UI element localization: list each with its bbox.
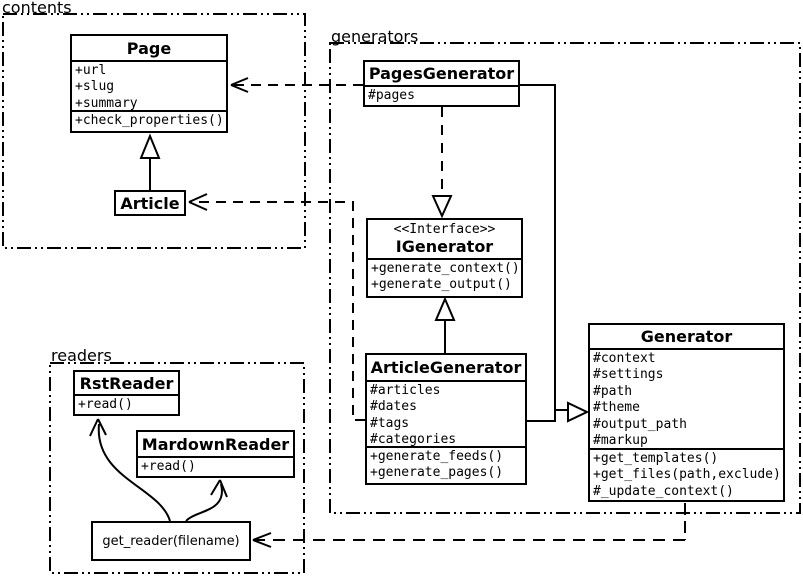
class-member: #context — [593, 351, 656, 366]
dependency-arrow-articlegenerator-to-article — [188, 193, 365, 421]
interface-stereotype: <<Interface>> — [393, 222, 496, 237]
class-rstreader-title: RstReader — [75, 372, 178, 396]
class-member: #settings — [593, 367, 664, 383]
generators-package-border — [329, 42, 801, 514]
inheritance-arrow-article-to-page — [139, 133, 161, 191]
get-reader-label: get_reader(filename) — [102, 533, 240, 549]
class-rstreader: RstReader +read() — [73, 370, 180, 416]
class-igenerator-name: IGenerator — [395, 237, 494, 256]
class-articlegenerator-title: ArticleGenerator — [367, 355, 525, 382]
realization-arrow-pagesgenerator-to-igenerator — [431, 107, 453, 219]
class-member: #output_path — [593, 416, 687, 432]
class-generator: Generator #context #settings #path #them… — [588, 323, 785, 502]
class-member: +generate_pages() — [370, 465, 504, 481]
class-rstreader-methods: +read() — [75, 396, 178, 414]
class-pagesgenerator: PagesGenerator #pages — [363, 60, 520, 107]
class-member: #dates — [370, 399, 417, 415]
class-page-title: Page — [72, 36, 226, 62]
class-member: +summary — [75, 95, 138, 111]
call-arrow-getreader-to-mardownreader — [185, 479, 228, 522]
class-articlegenerator: ArticleGenerator #articles #dates #tags … — [365, 353, 527, 485]
inheritance-arrow-articlegenerator-to-igenerator — [434, 296, 456, 353]
class-member: +url — [75, 63, 107, 78]
get-reader-node: get_reader(filename) — [91, 521, 251, 561]
class-articlegenerator-attributes: #articles #dates #tags #categories — [367, 382, 525, 448]
class-page-methods: +check_properties() — [72, 112, 226, 131]
class-page: Page +url +slug +summary +check_properti… — [70, 34, 228, 133]
class-articlegenerator-methods: +generate_feeds() +generate_pages() — [367, 448, 525, 483]
class-member: +generate_output() — [371, 277, 512, 293]
class-article: Article — [114, 190, 186, 216]
class-member: #_update_context() — [593, 483, 734, 499]
class-member: #categories — [370, 432, 457, 448]
class-member: +check_properties() — [75, 113, 224, 128]
class-generator-attributes: #context #settings #path #theme #output_… — [590, 350, 783, 450]
class-igenerator-methods: +generate_context() +generate_output() — [368, 260, 521, 296]
class-member: +read() — [78, 397, 133, 412]
class-member: #markup — [593, 433, 648, 449]
call-arrow-getreader-to-rstreader — [89, 418, 171, 522]
readers-package-border — [49, 362, 305, 574]
inheritance-arrow-generators-to-generator — [520, 84, 590, 423]
class-mardownreader-methods: +read() — [138, 458, 293, 476]
class-igenerator-title: <<Interface>> IGenerator — [368, 220, 521, 260]
class-member: #articles — [370, 383, 441, 398]
dependency-arrow-generator-to-getreader — [252, 503, 686, 548]
class-member: +get_templates() — [593, 451, 719, 466]
package-label-generators: generators — [331, 27, 419, 46]
class-member: +generate_context() — [371, 261, 520, 276]
class-member: #theme — [593, 400, 640, 416]
class-member: +get_files(path,exclude) — [593, 467, 781, 483]
contents-package-border — [2, 13, 306, 249]
class-member: #pages — [368, 88, 415, 103]
class-mardownreader-title: MardownReader — [138, 432, 293, 458]
class-article-title: Article — [120, 193, 180, 213]
package-label-readers: readers — [51, 346, 112, 365]
class-mardownreader: MardownReader +read() — [136, 430, 295, 478]
class-pagesgenerator-attributes: #pages — [365, 87, 518, 105]
class-member: +generate_feeds() — [370, 449, 504, 464]
class-member: +slug — [75, 79, 115, 95]
dependency-arrow-pagesgenerator-to-page — [230, 77, 363, 93]
package-label-contents: contents — [2, 0, 72, 17]
class-page-attributes: +url +slug +summary — [72, 62, 226, 112]
class-pagesgenerator-title: PagesGenerator — [365, 62, 518, 87]
class-member: #path — [593, 383, 633, 399]
class-member: +read() — [141, 459, 196, 474]
class-member: #tags — [370, 415, 410, 431]
class-igenerator: <<Interface>> IGenerator +generate_conte… — [366, 218, 523, 298]
class-generator-methods: +get_templates() +get_files(path,exclude… — [590, 450, 783, 500]
class-generator-title: Generator — [590, 325, 783, 350]
